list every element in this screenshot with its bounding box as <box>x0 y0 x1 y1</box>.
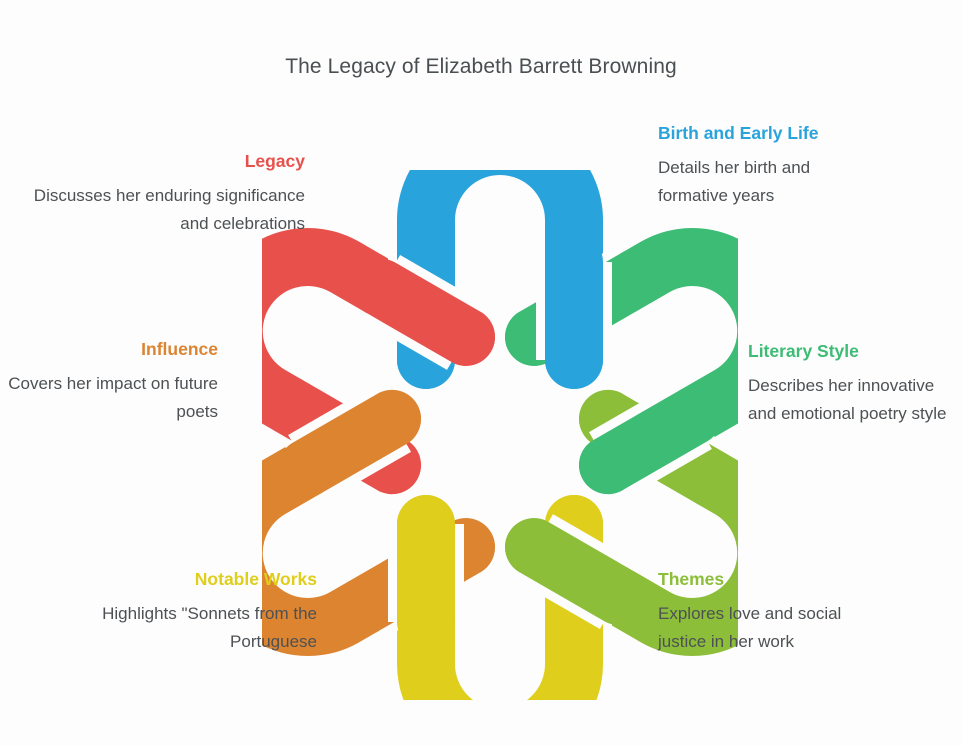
body-legacy: Discusses her enduring significance and … <box>33 186 305 233</box>
heading-literary-style: Literary Style <box>748 341 859 361</box>
body-notable-works: Highlights "Sonnets from the Portuguese <box>102 604 317 651</box>
label-block-literary-style: Literary Style Describes her innovative … <box>748 340 948 427</box>
heading-notable-works: Notable Works <box>194 569 317 589</box>
heading-birth-and-early-life: Birth and Early Life <box>658 123 819 143</box>
body-literary-style: Describes her innovative and emotional p… <box>748 376 947 423</box>
label-block-birth-and-early-life: Birth and Early Life Details her birth a… <box>658 122 838 209</box>
body-influence: Covers her impact on future poets <box>8 374 218 421</box>
heading-influence: Influence <box>141 339 218 359</box>
heading-legacy: Legacy <box>244 151 305 171</box>
label-block-influence: Influence Covers her impact on future po… <box>0 338 218 425</box>
body-themes: Explores love and social justice in her … <box>658 604 842 651</box>
body-birth-and-early-life: Details her birth and formative years <box>658 158 811 205</box>
label-block-notable-works: Notable Works Highlights "Sonnets from t… <box>20 568 317 655</box>
heading-themes: Themes <box>658 569 725 589</box>
knot-diagram <box>262 170 738 700</box>
label-block-legacy: Legacy Discusses her enduring significan… <box>20 150 305 237</box>
label-block-themes: Themes Explores love and social justice … <box>658 568 873 655</box>
knot-weave-outer <box>278 233 722 651</box>
page-title: The Legacy of Elizabeth Barrett Browning <box>285 55 677 78</box>
